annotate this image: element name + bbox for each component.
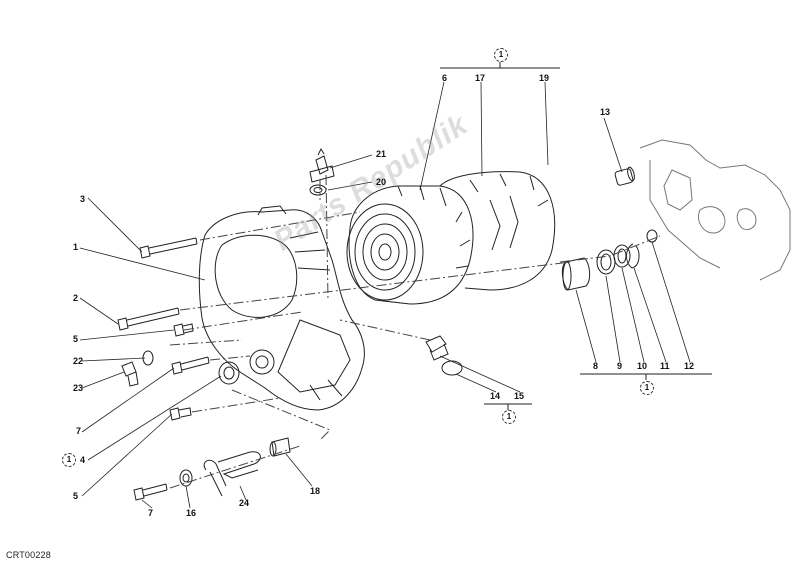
callout-8: 8	[593, 361, 599, 371]
screw-5a	[173, 323, 194, 337]
callout-24: 23	[73, 383, 84, 393]
callout-7b: 7	[148, 508, 154, 518]
spring-clip-22	[203, 451, 261, 497]
screw-2	[117, 307, 180, 331]
callout-15: 15	[514, 391, 525, 401]
group-badge-right: 1	[640, 381, 654, 395]
clutch-cover-part	[198, 209, 365, 411]
screw-5b	[169, 407, 192, 421]
callout-16: 16	[186, 508, 197, 518]
callout-9: 9	[617, 361, 623, 371]
callout-6: 6	[442, 73, 448, 83]
diagram-code: CRT00228	[6, 550, 51, 560]
callout-3: 3	[80, 194, 86, 204]
seal-4	[218, 361, 240, 385]
callout-11: 11	[660, 361, 670, 371]
screw-7a	[171, 356, 210, 375]
ring-10	[613, 244, 631, 268]
callout-23: 22	[73, 356, 84, 366]
callout-5b: 5	[73, 491, 79, 501]
callout-13: 13	[600, 107, 611, 117]
callout-4: 4	[80, 455, 86, 465]
bushing-13	[614, 166, 635, 186]
drain-plug-14	[425, 335, 449, 361]
bracket-mid	[484, 403, 532, 410]
callout-20: 20	[376, 177, 387, 187]
callout-21: 21	[376, 149, 387, 159]
circlip-11	[626, 243, 640, 269]
callout-14: 14	[490, 391, 501, 401]
fan-body-part	[439, 171, 556, 291]
callout-18: 18	[310, 486, 321, 496]
washer-16	[179, 469, 193, 487]
callout-1: 1	[73, 242, 79, 252]
sleeve-8	[561, 257, 591, 291]
callout-2: 2	[73, 293, 79, 303]
oring-15	[441, 360, 463, 376]
callout-12: 12	[684, 361, 695, 371]
group-badge-left: 1	[62, 453, 76, 467]
bracket-right	[580, 373, 712, 380]
plug-24	[121, 361, 139, 387]
group-badge-top: 1	[494, 48, 508, 62]
bracket-top	[440, 62, 560, 69]
callout-22: 24	[239, 498, 250, 508]
screw-7b	[133, 483, 168, 501]
screw-3	[139, 237, 198, 259]
callout-7a: 7	[76, 426, 82, 436]
callout-17: 17	[475, 73, 486, 83]
callout-5a: 5	[73, 334, 79, 344]
callout-10: 10	[637, 361, 648, 371]
engine-case-fragment	[639, 139, 791, 281]
bushing-18	[269, 437, 291, 457]
callout-19: 19	[539, 73, 550, 83]
group-badge-mid: 1	[502, 410, 516, 424]
sender-21	[309, 147, 335, 183]
